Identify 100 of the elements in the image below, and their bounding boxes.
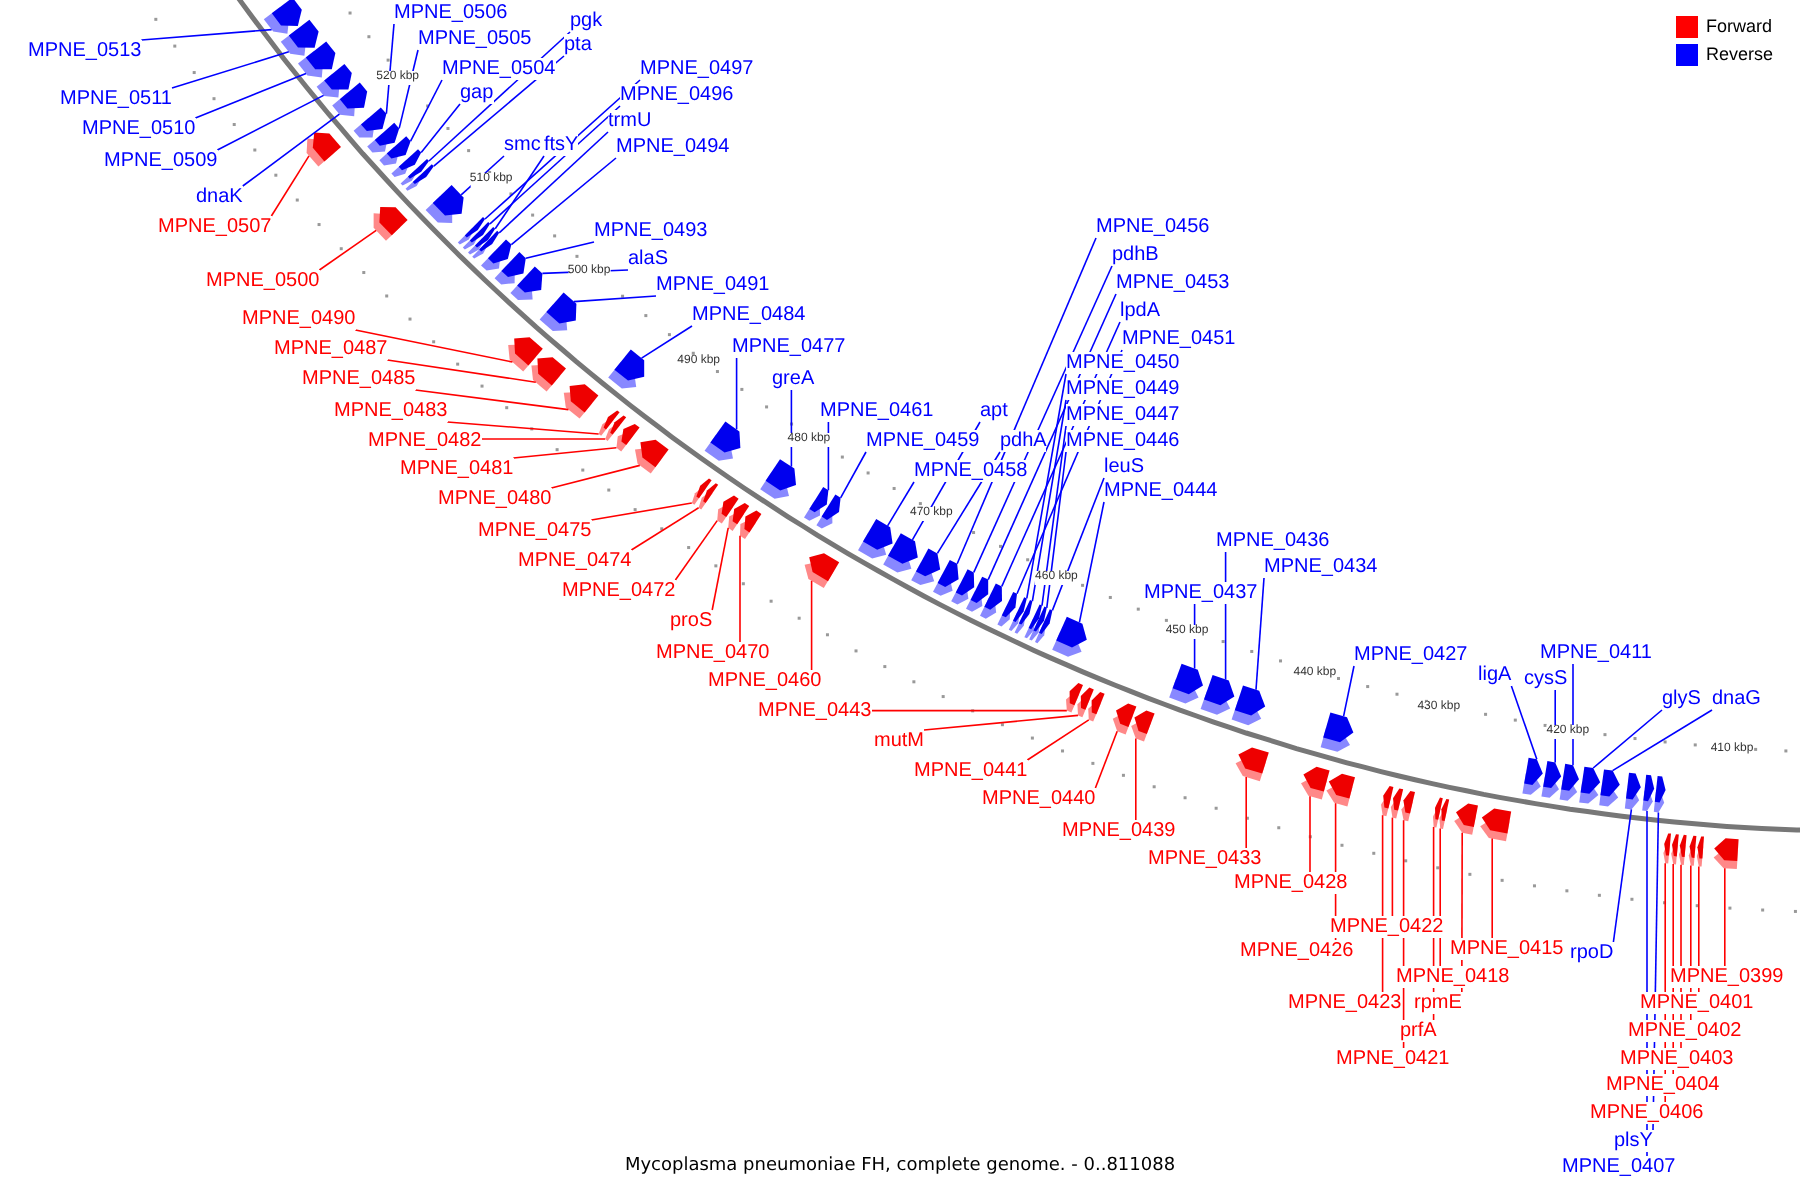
gene-label: MPNE_0406	[1590, 1102, 1704, 1124]
gene-label: dnaK	[196, 186, 243, 208]
gene-glyph	[1541, 761, 1562, 798]
leader-line	[630, 507, 700, 551]
gene-label: MPNE_0427	[1354, 644, 1468, 666]
leader-line	[510, 157, 617, 246]
leader-line	[827, 421, 830, 491]
gene-glyph	[1433, 797, 1443, 828]
gene-label: MPNE_0403	[1620, 1048, 1734, 1070]
gene-label: MPNE_0513	[28, 40, 142, 62]
gene-label: MPNE_0481	[400, 458, 514, 480]
leader-line	[398, 49, 419, 130]
leader-line	[711, 527, 729, 611]
leader-line	[140, 28, 273, 41]
gene-glyph	[1522, 757, 1543, 795]
gene-glyph	[1480, 808, 1512, 842]
gene-label: MPNE_0474	[518, 550, 632, 572]
gene-label: MPNE_0433	[1148, 848, 1262, 870]
leader-line	[870, 709, 1068, 712]
leader-line	[171, 51, 290, 89]
gene-glyph	[635, 439, 669, 474]
leader-line	[1031, 399, 1067, 602]
gene-label: rpmE	[1414, 992, 1462, 1014]
gene-label: alaS	[628, 248, 669, 270]
leader-line	[480, 438, 606, 440]
leader-line	[498, 131, 609, 234]
gene-label: MPNE_0407	[1562, 1156, 1676, 1178]
gene-label: MPNE_0418	[1396, 966, 1510, 988]
gene-label: plsY	[1614, 1130, 1653, 1152]
gene-label: MPNE_0483	[334, 400, 448, 422]
gene-label: gap	[460, 82, 494, 104]
leader-line	[956, 237, 1097, 565]
gene-label: MPNE_0485	[302, 368, 416, 390]
gene-glyph	[379, 136, 411, 166]
leader-line	[1510, 685, 1538, 760]
gene-glyph	[531, 357, 566, 392]
gene-glyph	[1235, 747, 1269, 782]
gene-label: MPNE_0453	[1116, 272, 1230, 294]
gene-glyph	[1326, 773, 1355, 807]
gene-glyph	[1559, 763, 1579, 801]
gene-glyph	[1088, 692, 1105, 722]
leader-line	[1046, 451, 1067, 609]
gene-label: trmU	[608, 110, 652, 132]
gene-label: MPNE_0439	[1062, 820, 1176, 842]
gene-label: MPNE_0491	[656, 274, 770, 296]
leader-line	[886, 481, 915, 527]
gene-glyph	[1200, 675, 1235, 715]
gene-glyph	[804, 553, 840, 588]
gene-label: MPNE_0509	[104, 150, 218, 172]
gene-label: MPNE_0504	[442, 58, 556, 80]
gene-label: pgk	[570, 10, 603, 32]
leader-line	[1245, 776, 1247, 849]
gene-glyph	[563, 384, 599, 419]
leader-line	[1309, 795, 1311, 873]
gene-label: MPNE_0480	[438, 488, 552, 510]
gene-label: MPNE_0447	[1066, 404, 1180, 426]
leader-line	[1491, 837, 1493, 939]
gene-label: proS	[670, 610, 713, 632]
gene-glyph	[332, 82, 368, 117]
gene-label: leuS	[1104, 456, 1145, 478]
gene-label: MPNE_0421	[1336, 1048, 1450, 1070]
gene-glyph	[1713, 838, 1739, 869]
leader-line	[420, 103, 461, 154]
gene-glyph	[933, 560, 959, 596]
gene-label: MPNE_0434	[1264, 556, 1378, 578]
leader-line	[810, 580, 813, 671]
leader-line	[1612, 808, 1633, 943]
gene-glyph	[704, 421, 741, 461]
gene-label: glyS	[1662, 688, 1701, 710]
leader-line	[739, 535, 741, 643]
gene-glyph	[405, 164, 434, 191]
gene-label: MPNE_0484	[692, 304, 806, 326]
gene-glyph	[1112, 703, 1137, 735]
gene-label: MPNE_0423	[1288, 992, 1402, 1014]
gene-glyph	[760, 459, 796, 499]
gene-glyph	[1381, 786, 1394, 817]
gene-label: MPNE_0472	[562, 580, 676, 602]
leader-line	[270, 155, 310, 217]
leader-line	[386, 359, 537, 383]
gene-label: MPNE_0477	[732, 336, 846, 358]
gene-label: MPNE_0415	[1450, 938, 1564, 960]
gene-glyph	[740, 510, 762, 539]
leader-line	[414, 389, 570, 411]
leader-line	[1051, 477, 1105, 612]
gene-glyph	[1301, 766, 1330, 800]
gene-glyph	[858, 519, 893, 559]
caption: Mycoplasma pneumoniae FH, complete genome. - 0..811088	[624, 1156, 1176, 1178]
legend-text: Reverse	[1706, 44, 1774, 66]
gene-glyph	[1052, 616, 1087, 657]
leader-line	[1094, 730, 1118, 789]
gene-label: MPNE_0490	[242, 308, 356, 330]
gene-label: cysS	[1524, 668, 1568, 690]
gene-label: MPNE_0443	[758, 700, 872, 722]
gene-label: MPNE_0458	[914, 460, 1028, 482]
gene-glyph	[1401, 791, 1415, 822]
gene-label: pdhA	[1000, 430, 1047, 452]
gene-label: MPNE_0441	[914, 760, 1028, 782]
gene-glyph	[816, 494, 841, 529]
leader-line	[1135, 737, 1137, 821]
leader-line	[1592, 709, 1663, 769]
